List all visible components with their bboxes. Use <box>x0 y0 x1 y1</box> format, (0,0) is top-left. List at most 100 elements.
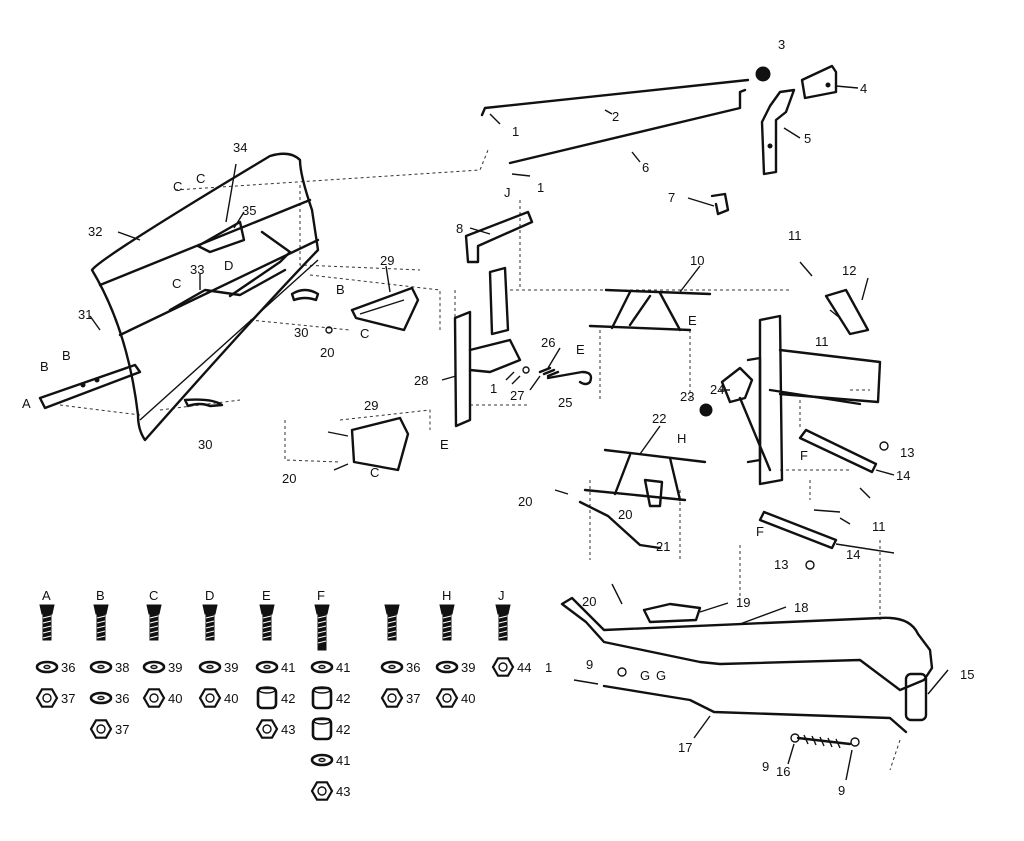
bolt-icon <box>439 604 455 644</box>
hardware-column: B 38 36 37 <box>89 588 129 739</box>
callout: 29 <box>380 253 394 268</box>
hardware-legend: A3637B383637C3940D3940E414243F4142424143… <box>35 588 531 801</box>
ref-letter: C <box>370 465 379 480</box>
rod-2 <box>480 78 750 117</box>
callout: 31 <box>78 307 92 322</box>
part-number: 41 <box>336 660 350 675</box>
pin-14-upper <box>798 428 878 474</box>
ref-letter: C <box>360 326 369 341</box>
clip-7 <box>710 192 730 216</box>
washer-icon <box>89 660 113 674</box>
hardware-letter: C <box>149 588 158 603</box>
callout: 13 <box>900 445 914 460</box>
spacer-icon <box>311 717 333 741</box>
washer-icon <box>89 691 113 705</box>
pivot-24 <box>720 366 772 472</box>
mount-bracket <box>746 314 882 486</box>
knob-3 <box>755 66 771 82</box>
bolt-icon <box>93 604 109 644</box>
nut-icon <box>142 688 166 708</box>
bolt-icon <box>39 604 55 644</box>
part-number: 38 <box>115 660 129 675</box>
callout: 21 <box>656 539 670 554</box>
brace-33 <box>168 268 287 312</box>
hardware-letter: A <box>42 588 51 603</box>
ref-letter: C <box>172 276 181 291</box>
part-number: 37 <box>406 691 420 706</box>
assembly-guide-lines <box>59 149 901 771</box>
bolt-icon <box>259 604 275 644</box>
ref-letter: H <box>677 431 686 446</box>
callout: 29 <box>364 398 378 413</box>
bolt-icon <box>495 604 511 644</box>
hardware-letter: B <box>96 588 105 603</box>
washer-icon <box>310 660 334 674</box>
callout: 9 <box>762 759 769 774</box>
part-number: 39 <box>168 660 182 675</box>
ref-letter: C <box>196 171 205 186</box>
plate-34 <box>196 220 246 254</box>
callout: 23 <box>680 389 694 404</box>
ref-letter: F <box>800 448 808 463</box>
part-number: 40 <box>168 691 182 706</box>
part-number: 43 <box>336 784 350 799</box>
callout: 11 <box>872 519 886 534</box>
ref-letter: B <box>62 348 71 363</box>
part-number: 37 <box>115 722 129 737</box>
skid-30-upper <box>290 288 320 302</box>
spacer-icon <box>311 686 333 710</box>
rod-6 <box>508 88 747 165</box>
callout: 9 <box>838 783 845 798</box>
ref-letter: J <box>504 185 511 200</box>
bolt-icon <box>146 604 162 644</box>
part-number: 42 <box>281 691 295 706</box>
bolt-icon <box>384 604 400 644</box>
callout: 10 <box>690 253 704 268</box>
ref-letter: G <box>640 668 650 683</box>
ref-letter: B <box>336 282 345 297</box>
nut-icon <box>198 688 222 708</box>
callout: 11 <box>815 334 829 349</box>
plate-19 <box>642 602 702 624</box>
callout: 19 <box>736 595 750 610</box>
nut-icon <box>89 719 113 739</box>
nut-icon <box>310 781 334 801</box>
washer-icon <box>35 660 59 674</box>
hardware-letter: J <box>498 588 505 603</box>
part-number: 36 <box>115 691 129 706</box>
skid-30-lower <box>183 398 224 408</box>
callout: 20 <box>618 507 632 522</box>
ref-letter: F <box>756 524 764 539</box>
part-number: 43 <box>281 722 295 737</box>
nut-icon <box>35 688 59 708</box>
bolt-icon <box>202 604 218 644</box>
bracket-8 <box>464 210 534 264</box>
callout: 16 <box>776 764 790 779</box>
nut-icon <box>380 688 404 708</box>
callout: 32 <box>88 224 102 239</box>
washer-icon <box>380 660 404 674</box>
callout: 14 <box>896 468 910 483</box>
part-number: 41 <box>336 753 350 768</box>
ref-letter: E <box>576 342 585 357</box>
part-number: 37 <box>61 691 75 706</box>
ref-letter: C <box>173 179 182 194</box>
hardware-letter: H <box>442 588 451 603</box>
callout: 35 <box>242 203 256 218</box>
callout: 2 <box>612 109 619 124</box>
callout: 20 <box>282 471 296 486</box>
part-number: 36 <box>61 660 75 675</box>
part-number: 42 <box>336 722 350 737</box>
hitch-plate-28 <box>453 266 522 428</box>
reference-letters: A B B B C C C C C D E E E F F G G H J <box>22 171 808 683</box>
callout: 20 <box>582 594 596 609</box>
callout: 12 <box>842 263 856 278</box>
ref-letter: B <box>40 359 49 374</box>
callout: 4 <box>860 81 867 96</box>
lever-5 <box>760 88 796 176</box>
nut-icon <box>255 719 279 739</box>
callout: 5 <box>804 131 811 146</box>
callout: 20 <box>320 345 334 360</box>
callout: 14 <box>846 547 860 562</box>
